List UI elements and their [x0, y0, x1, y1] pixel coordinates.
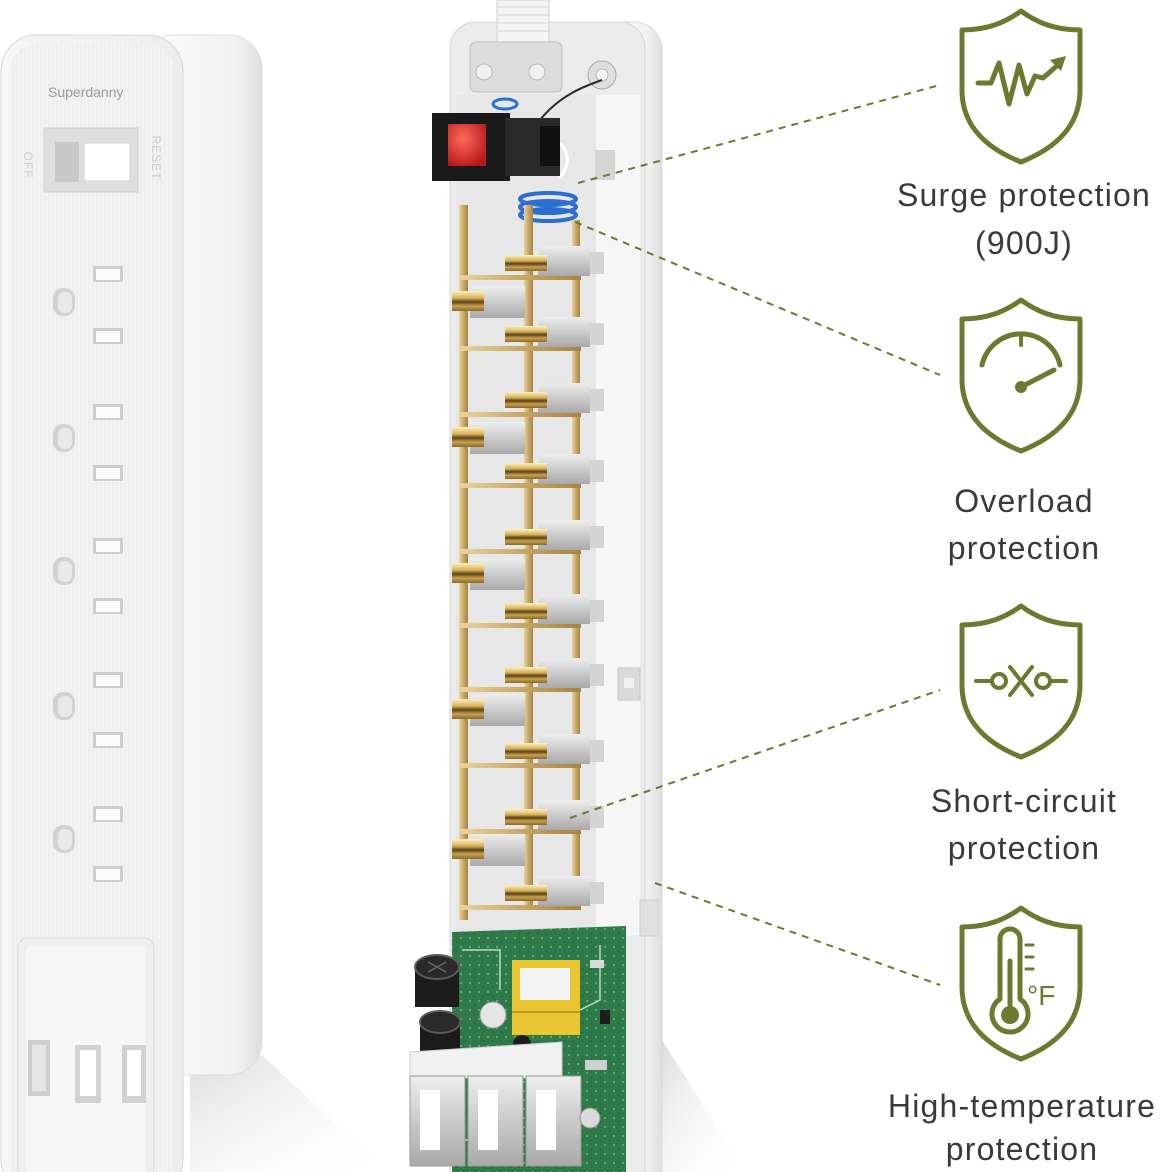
socket-contact	[505, 454, 604, 484]
ac-outlet	[53, 266, 123, 344]
cutaway-power-strip	[409, 0, 745, 1172]
surge-icon	[959, 8, 1083, 165]
socket-contact	[505, 594, 604, 624]
feature-label-line2: protection	[946, 1131, 1099, 1167]
ground-contact	[452, 286, 525, 318]
ground-contact	[452, 834, 525, 866]
feature-label-line1: Overload	[954, 483, 1093, 519]
transformer	[512, 960, 580, 1035]
ground-contact	[452, 422, 525, 454]
capacitor	[579, 1107, 601, 1129]
socket-contact	[505, 658, 604, 688]
switch-red-button	[448, 124, 486, 166]
feature-label-line2: protection	[948, 530, 1101, 566]
usb-connector	[467, 1075, 524, 1167]
usb-port	[122, 1045, 146, 1103]
feature-surge: Surge protection (900J)	[897, 8, 1151, 261]
feature-label-line1: Short-circuit	[931, 783, 1117, 819]
brass-busbars	[459, 205, 581, 920]
circuit-break-icon	[959, 603, 1083, 760]
usb-connector	[409, 1075, 466, 1167]
usb-panel	[17, 937, 155, 1172]
inner-lug	[639, 899, 659, 937]
ac-outlet	[53, 806, 123, 882]
left-strip-front-panel	[10, 44, 174, 1172]
inner-lug	[617, 667, 641, 701]
feature-label-line1: Surge protection	[897, 177, 1151, 213]
socket-contact	[505, 383, 604, 413]
cutaway-floor-shadow	[662, 1040, 745, 1172]
mounting-screw	[587, 60, 617, 90]
left-power-strip: Superdanny OFF RESET	[0, 34, 388, 1172]
feature-label-line2: protection	[948, 830, 1101, 866]
usb-port	[75, 1045, 101, 1103]
cutaway-inner-wall	[596, 95, 640, 935]
socket-contact	[505, 800, 604, 830]
socket-contact	[505, 520, 604, 550]
socket-contact	[505, 876, 604, 906]
callout-line-short-circuit	[569, 689, 941, 819]
ac-outlet	[53, 404, 123, 481]
spring-coil	[491, 97, 519, 111]
usb-port	[28, 1040, 50, 1096]
inner-lug	[595, 150, 615, 180]
socket-contact	[505, 734, 604, 764]
socket-contact	[505, 317, 604, 347]
brand-logo: Superdanny	[48, 84, 124, 100]
fahrenheit-symbol: °F	[1027, 980, 1055, 1011]
strip-power-switch	[43, 127, 139, 193]
switch-reset-label: RESET	[149, 135, 163, 180]
cable-clamp	[469, 41, 563, 93]
ground-contact	[452, 694, 525, 726]
feature-high-temperature: °F High-temperature protection	[888, 905, 1156, 1167]
feature-label-line1: High-temperature	[888, 1088, 1156, 1124]
feature-label-line2: (900J)	[975, 225, 1073, 261]
callout-line-high-temperature	[654, 882, 941, 986]
left-strip-floor-shadow	[190, 1055, 388, 1172]
callout-line-overload	[574, 221, 941, 376]
feature-short-circuit: Short-circuit protection	[931, 603, 1117, 866]
capacitor	[414, 954, 460, 1007]
internal-wire	[539, 79, 603, 121]
gauge-icon	[959, 297, 1083, 454]
ground-contact	[452, 558, 525, 590]
switch-off-label: OFF	[21, 152, 35, 179]
rocker-switch	[432, 113, 560, 181]
socket-contact	[505, 246, 604, 276]
ac-outlet	[53, 538, 123, 614]
thermometer-icon: °F	[959, 905, 1083, 1062]
callout-line-surge	[577, 84, 941, 184]
ac-outlet	[53, 672, 123, 748]
usb-connector	[525, 1075, 582, 1167]
feature-overload: Overload protection	[948, 297, 1101, 566]
spring-coil	[518, 191, 578, 223]
